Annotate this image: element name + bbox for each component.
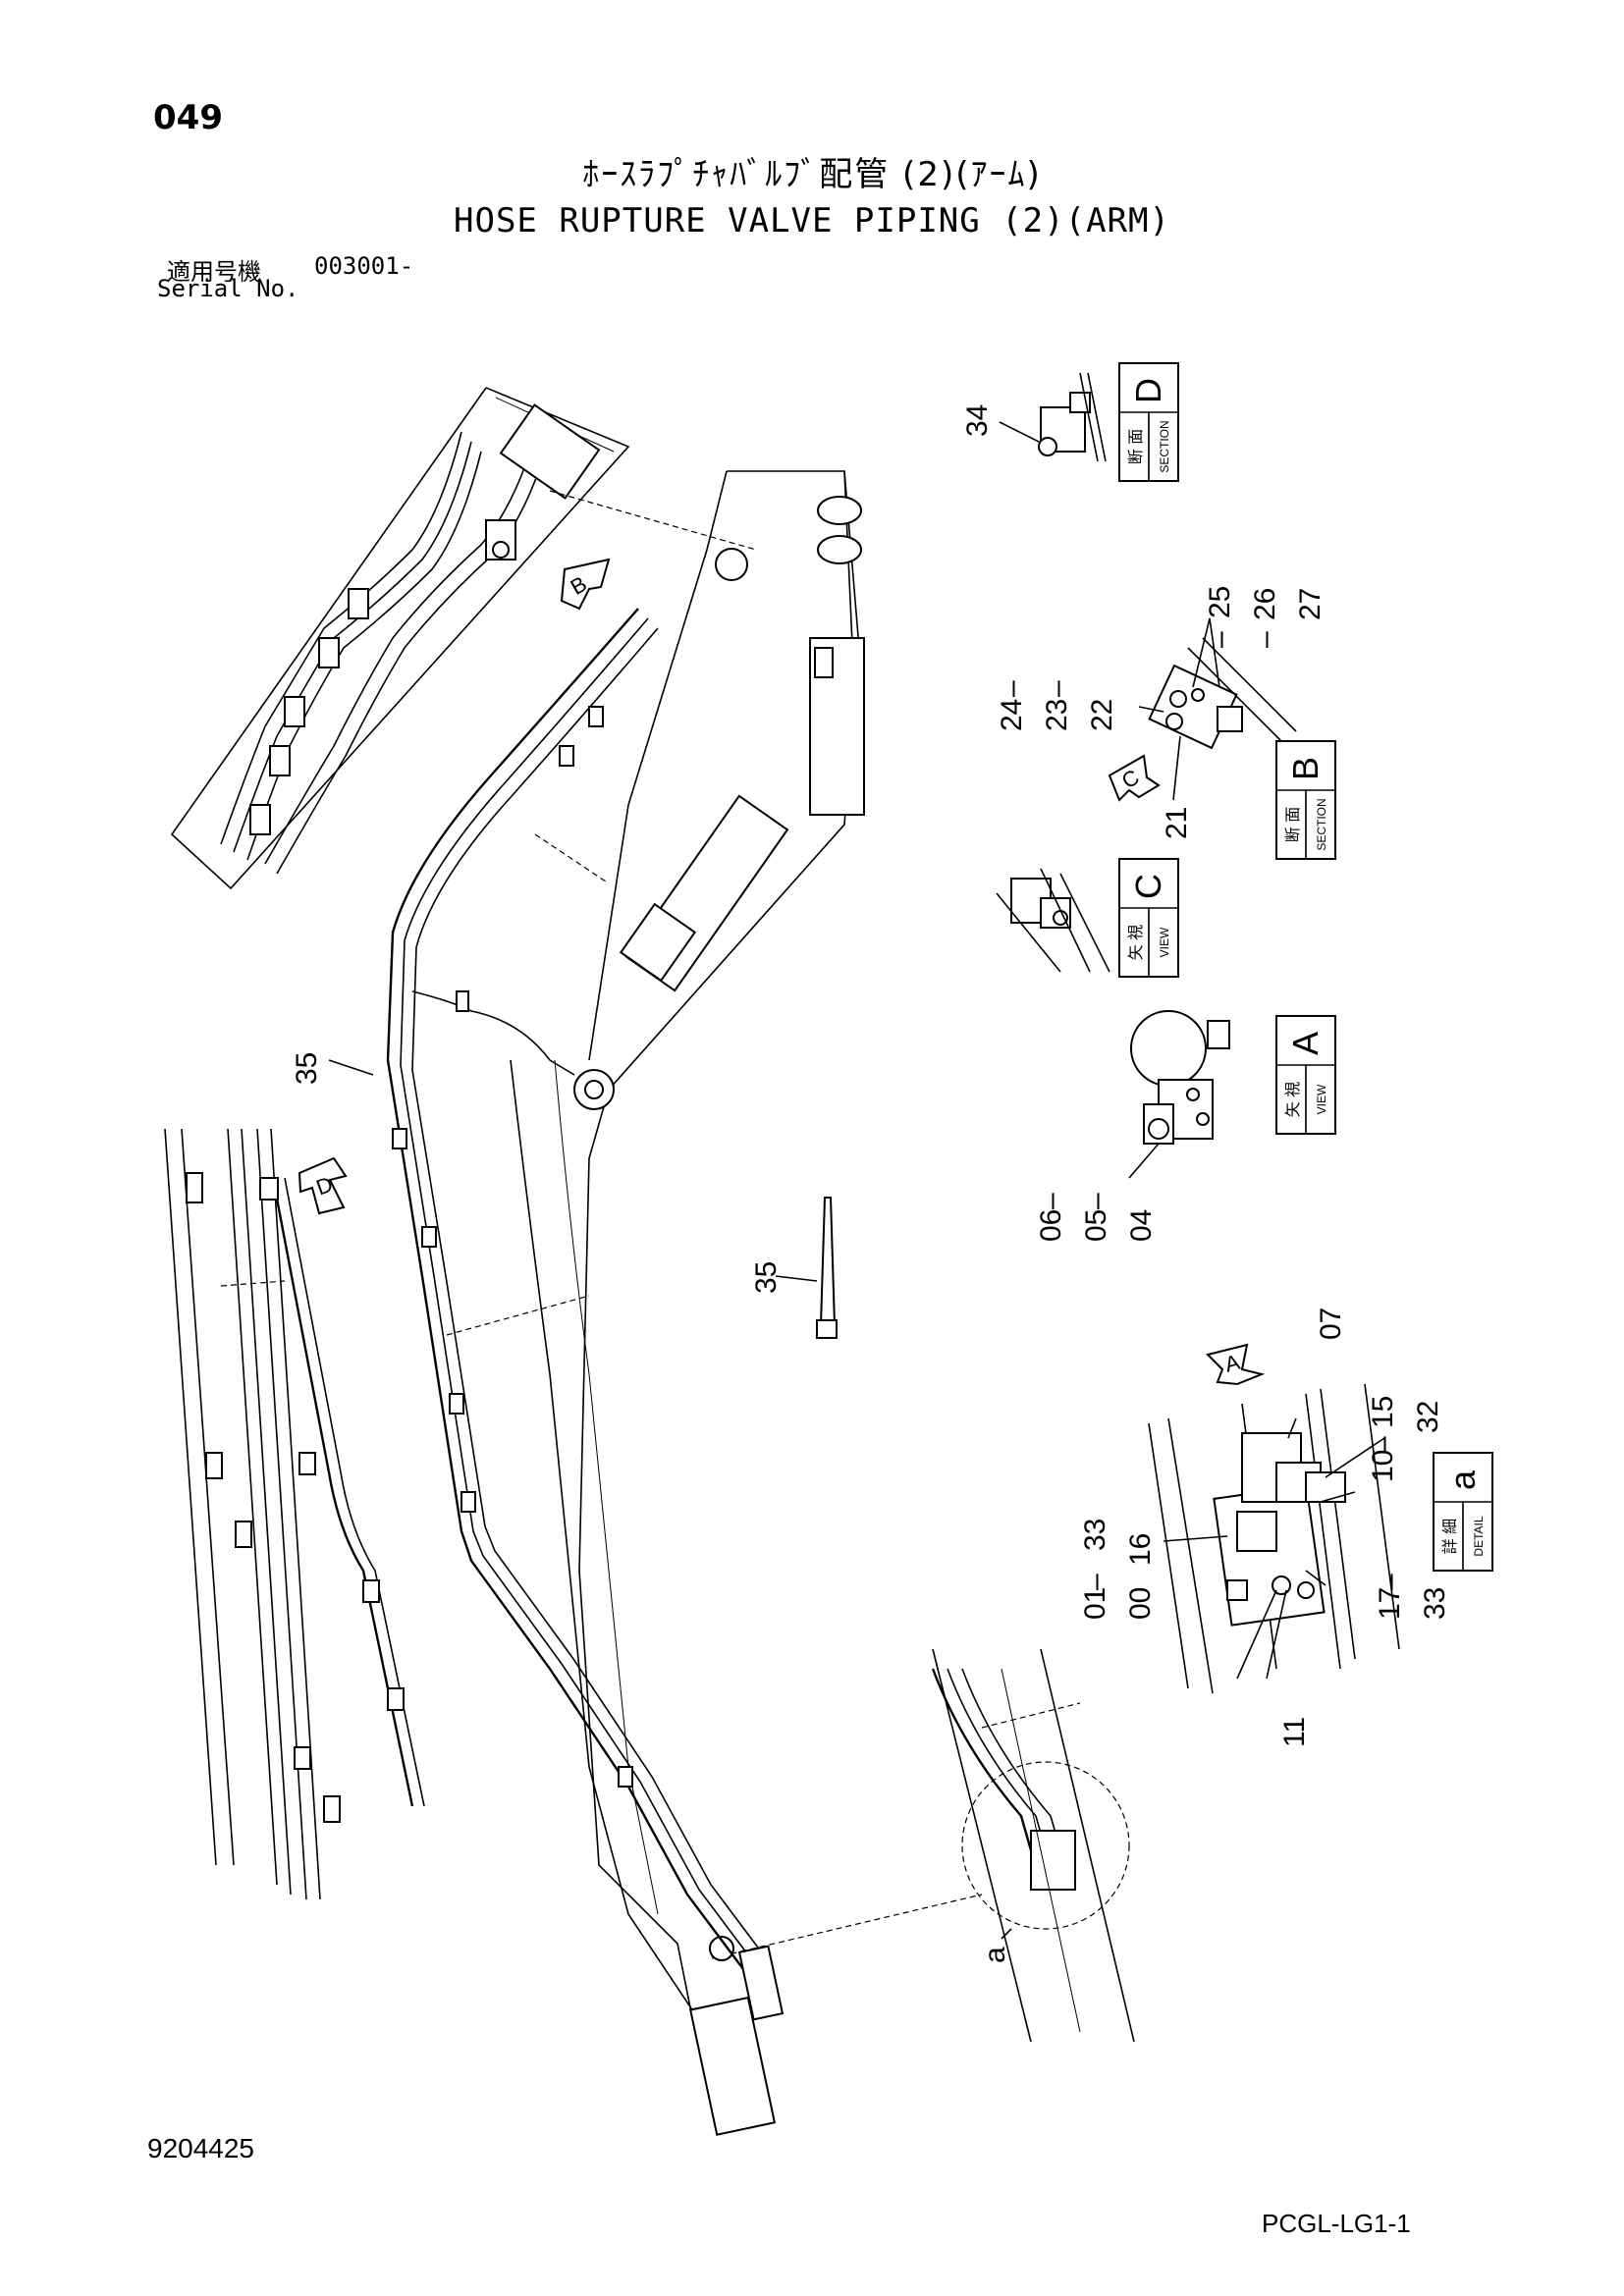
label-section-b-jp: 断 面: [1284, 807, 1302, 842]
serial-number-value: 003001-: [314, 252, 414, 280]
label-section-b-letter: B: [1285, 757, 1326, 780]
serial-label-japanese: 適用号機: [167, 258, 261, 286]
left-pipe-detail: [164, 1128, 425, 1900]
document-number: 9204425: [147, 2133, 255, 2163]
label-view-a-letter: A: [1285, 1032, 1326, 1055]
label-view-c-jp: 矢 視: [1127, 925, 1145, 960]
label-view-a-jp: 矢 視: [1284, 1082, 1302, 1117]
label-section-b: B 断 面 SECTION: [1275, 740, 1336, 860]
view-arrow-b: B: [560, 558, 611, 611]
callout-dash-25-26: –: [1204, 631, 1236, 648]
detail-a-sketch: [1148, 1383, 1400, 1694]
callout-dash-23-22: –: [1041, 680, 1073, 697]
callout-24: 24: [996, 699, 1028, 731]
sheet-code: PCGL-LG1-1: [1262, 2209, 1411, 2238]
title-english: HOSE RUPTURE VALVE PIPING (2)(ARM): [454, 201, 1170, 240]
label-view-c-en: VIEW: [1158, 927, 1171, 957]
callout-27: 27: [1294, 588, 1326, 620]
label-view-c-letter: C: [1128, 874, 1168, 899]
label-section-d: D 断 面 SECTION: [1118, 362, 1179, 482]
callout-22: 22: [1086, 699, 1118, 731]
label-section-d-jp: 断 面: [1127, 429, 1145, 464]
cable-tie-35: [775, 1197, 838, 1339]
callout-17: 17: [1374, 1587, 1406, 1620]
label-view-a-en: VIEW: [1315, 1084, 1328, 1114]
label-detail-a-letter: a: [1442, 1469, 1483, 1490]
callout-23: 23: [1041, 699, 1073, 731]
callout-00: 00: [1124, 1587, 1157, 1620]
page-number: 049: [153, 98, 223, 137]
title-japanese: ﾎｰｽﾗﾌﾟﾁｬﾊﾞﾙﾌﾞ配管 (2)(ｱｰﾑ): [582, 155, 1042, 194]
callout-33-top: 33: [1079, 1519, 1111, 1551]
label-detail-a-jp: 詳 細: [1441, 1519, 1459, 1554]
callout-a: a: [979, 1947, 1011, 1963]
callout-16: 16: [1124, 1533, 1157, 1566]
view-a-sketch: [1128, 1010, 1230, 1179]
callout-25: 25: [1204, 586, 1236, 618]
callout-07: 07: [1315, 1308, 1347, 1340]
view-arrow-c: C: [1108, 754, 1161, 802]
callout-dash-17-33: –: [1374, 1574, 1406, 1590]
view-arrow-a: A: [1206, 1343, 1266, 1386]
callout-35-tie: 35: [750, 1261, 783, 1294]
callout-15: 15: [1367, 1396, 1399, 1428]
callout-10: 10: [1367, 1450, 1399, 1482]
callout-dash-26-27: –: [1249, 631, 1281, 648]
label-section-d-en: SECTION: [1158, 420, 1171, 472]
callout-dash-06-05: –: [1035, 1193, 1067, 1209]
label-view-c: C 矢 視 VIEW: [1118, 858, 1179, 978]
callout-34: 34: [961, 404, 994, 437]
label-detail-a-en: DETAIL: [1472, 1516, 1486, 1556]
callout-05: 05: [1080, 1209, 1112, 1242]
callout-26: 26: [1249, 588, 1281, 620]
view-c-sketch: [996, 868, 1110, 973]
callout-11: 11: [1278, 1717, 1311, 1747]
callout-06: 06: [1035, 1209, 1067, 1242]
callout-dash-01-00: –: [1079, 1574, 1111, 1590]
view-arrow-d: D: [298, 1156, 348, 1215]
svg-text:A: A: [1222, 1350, 1243, 1377]
callout-01: 01: [1079, 1587, 1111, 1620]
callout-04: 04: [1125, 1209, 1158, 1242]
callout-35-arm: 35: [291, 1052, 323, 1085]
arm-structure: [446, 470, 983, 2136]
callout-21: 21: [1161, 807, 1193, 839]
label-view-a: A 矢 視 VIEW: [1275, 1015, 1336, 1135]
label-detail-a: a 詳 細 DETAIL: [1433, 1452, 1493, 1572]
section-b-sketch: [1138, 617, 1297, 801]
serial-label-english: Serial No.: [157, 275, 299, 302]
detail-a-circle: [931, 1648, 1135, 2043]
callout-numbers: 34 25 – 26 – 27 24 – 23 – 22 21 35 35 06…: [291, 404, 1451, 1963]
label-section-b-en: SECTION: [1315, 798, 1328, 850]
callout-dash-05-04: –: [1080, 1193, 1112, 1209]
callout-dash-24-23: –: [996, 680, 1028, 697]
callout-32: 32: [1412, 1401, 1444, 1433]
callout-33-bottom: 33: [1419, 1587, 1451, 1620]
label-section-d-letter: D: [1128, 378, 1168, 403]
section-d-sketch: [999, 372, 1107, 462]
hose-35-routing: [386, 608, 785, 2021]
arm-top-detail: [170, 387, 757, 890]
callout-dash-15-32: –: [1367, 1436, 1399, 1453]
